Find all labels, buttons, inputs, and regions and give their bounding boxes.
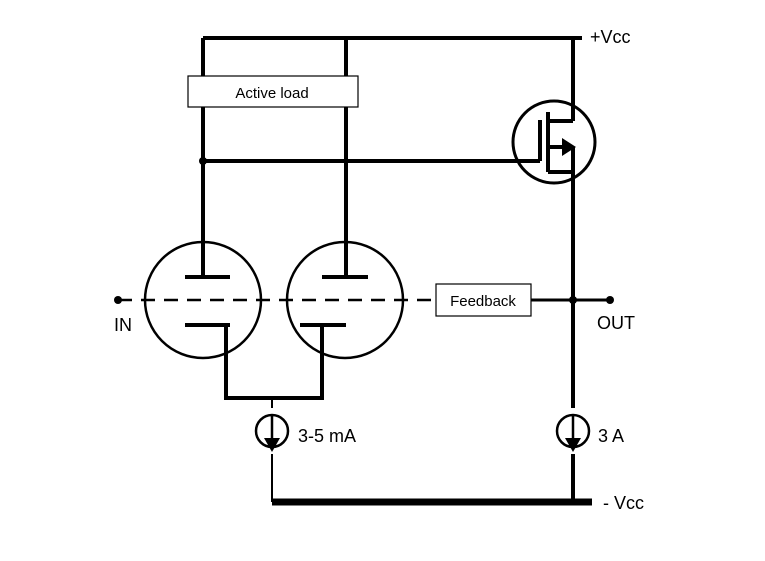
output-junction-dot [569,296,577,304]
vcc-positive-label: +Vcc [590,27,631,47]
gate-junction-dot [199,157,207,165]
output-label: OUT [597,313,635,333]
active-load-box: Active load [187,75,359,108]
output-current-source [555,413,591,452]
tail-current-source [254,413,290,452]
active-load-label: Active load [235,85,308,102]
output-current-label: 3 A [598,426,624,446]
output-terminal-dot [606,296,614,304]
feedback-box: Feedback [435,283,532,317]
vcc-negative-label: - Vcc [603,493,644,513]
tail-current-label: 3-5 mA [298,426,356,446]
input-terminal-dot [114,296,122,304]
feedback-label: Feedback [450,293,516,310]
mosfet-symbol [511,99,597,185]
input-label: IN [114,315,132,335]
